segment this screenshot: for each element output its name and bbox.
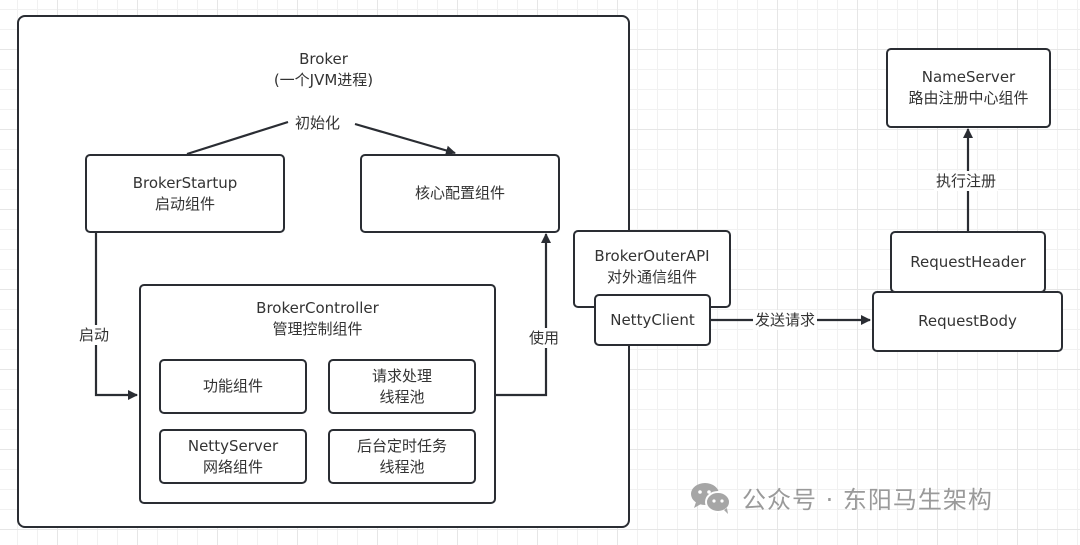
request-thread-pool-label: 请求处理 [371, 366, 432, 385]
watermark: 公众号 · 东阳马生架构 [690, 480, 993, 515]
request-header-label: RequestHeader [910, 252, 1026, 271]
scheduled-task-pool-box[interactable]: 后台定时任务 线程池 [328, 429, 476, 484]
netty-server-label: NettyServer [187, 436, 279, 455]
request-body-label: RequestBody [918, 312, 1017, 330]
edge-init-right [354, 122, 456, 156]
edge-label-register: 执行注册 [934, 171, 999, 191]
function-component-label: 功能组件 [202, 377, 263, 395]
edge-label-use: 使用 [527, 328, 562, 348]
broker-controller-label: BrokerController [256, 299, 379, 317]
broker-outer-api-sublabel: 对外通信组件 [606, 268, 697, 286]
edge-init-left [186, 120, 289, 156]
request-header-box[interactable]: RequestHeader [890, 231, 1046, 293]
scheduled-task-pool-label: 后台定时任务 [356, 436, 447, 455]
name-server-label: NameServer [921, 68, 1016, 86]
edge-start [94, 233, 138, 400]
scheduled-task-pool-sublabel: 线程池 [379, 457, 425, 476]
name-server-box[interactable]: NameServer 路由注册中心组件 [886, 48, 1051, 128]
core-config-label: 核心配置组件 [414, 184, 505, 202]
name-server-sublabel: 路由注册中心组件 [908, 89, 1029, 107]
request-thread-pool-sublabel: 线程池 [379, 387, 425, 406]
function-component-box[interactable]: 功能组件 [159, 359, 307, 414]
core-config-box[interactable]: 核心配置组件 [360, 154, 560, 233]
broker-startup-sublabel: 启动组件 [154, 194, 215, 213]
broker-startup-label: BrokerStartup [132, 173, 238, 192]
broker-title: Broker [299, 50, 348, 68]
broker-startup-box[interactable]: BrokerStartup 启动组件 [85, 154, 285, 233]
request-thread-pool-box[interactable]: 请求处理 线程池 [328, 359, 476, 414]
edge-label-init: 初始化 [293, 113, 343, 133]
edge-label-start: 启动 [77, 325, 112, 345]
netty-server-box[interactable]: NettyServer 网络组件 [159, 429, 307, 484]
wechat-icon [691, 482, 731, 514]
edge-use [496, 233, 551, 397]
edge-label-send: 发送请求 [753, 310, 818, 330]
broker-controller-sublabel: 管理控制组件 [272, 320, 363, 338]
netty-client-box[interactable]: NettyClient [594, 294, 711, 346]
netty-server-sublabel: 网络组件 [202, 457, 263, 476]
watermark-text: 公众号 · 东阳马生架构 [742, 486, 993, 514]
broker-outer-api-label: BrokerOuterAPI [594, 247, 710, 265]
request-body-box[interactable]: RequestBody [872, 291, 1063, 352]
broker-subtitle: (一个JVM进程) [273, 71, 374, 89]
netty-client-label: NettyClient [610, 310, 695, 329]
